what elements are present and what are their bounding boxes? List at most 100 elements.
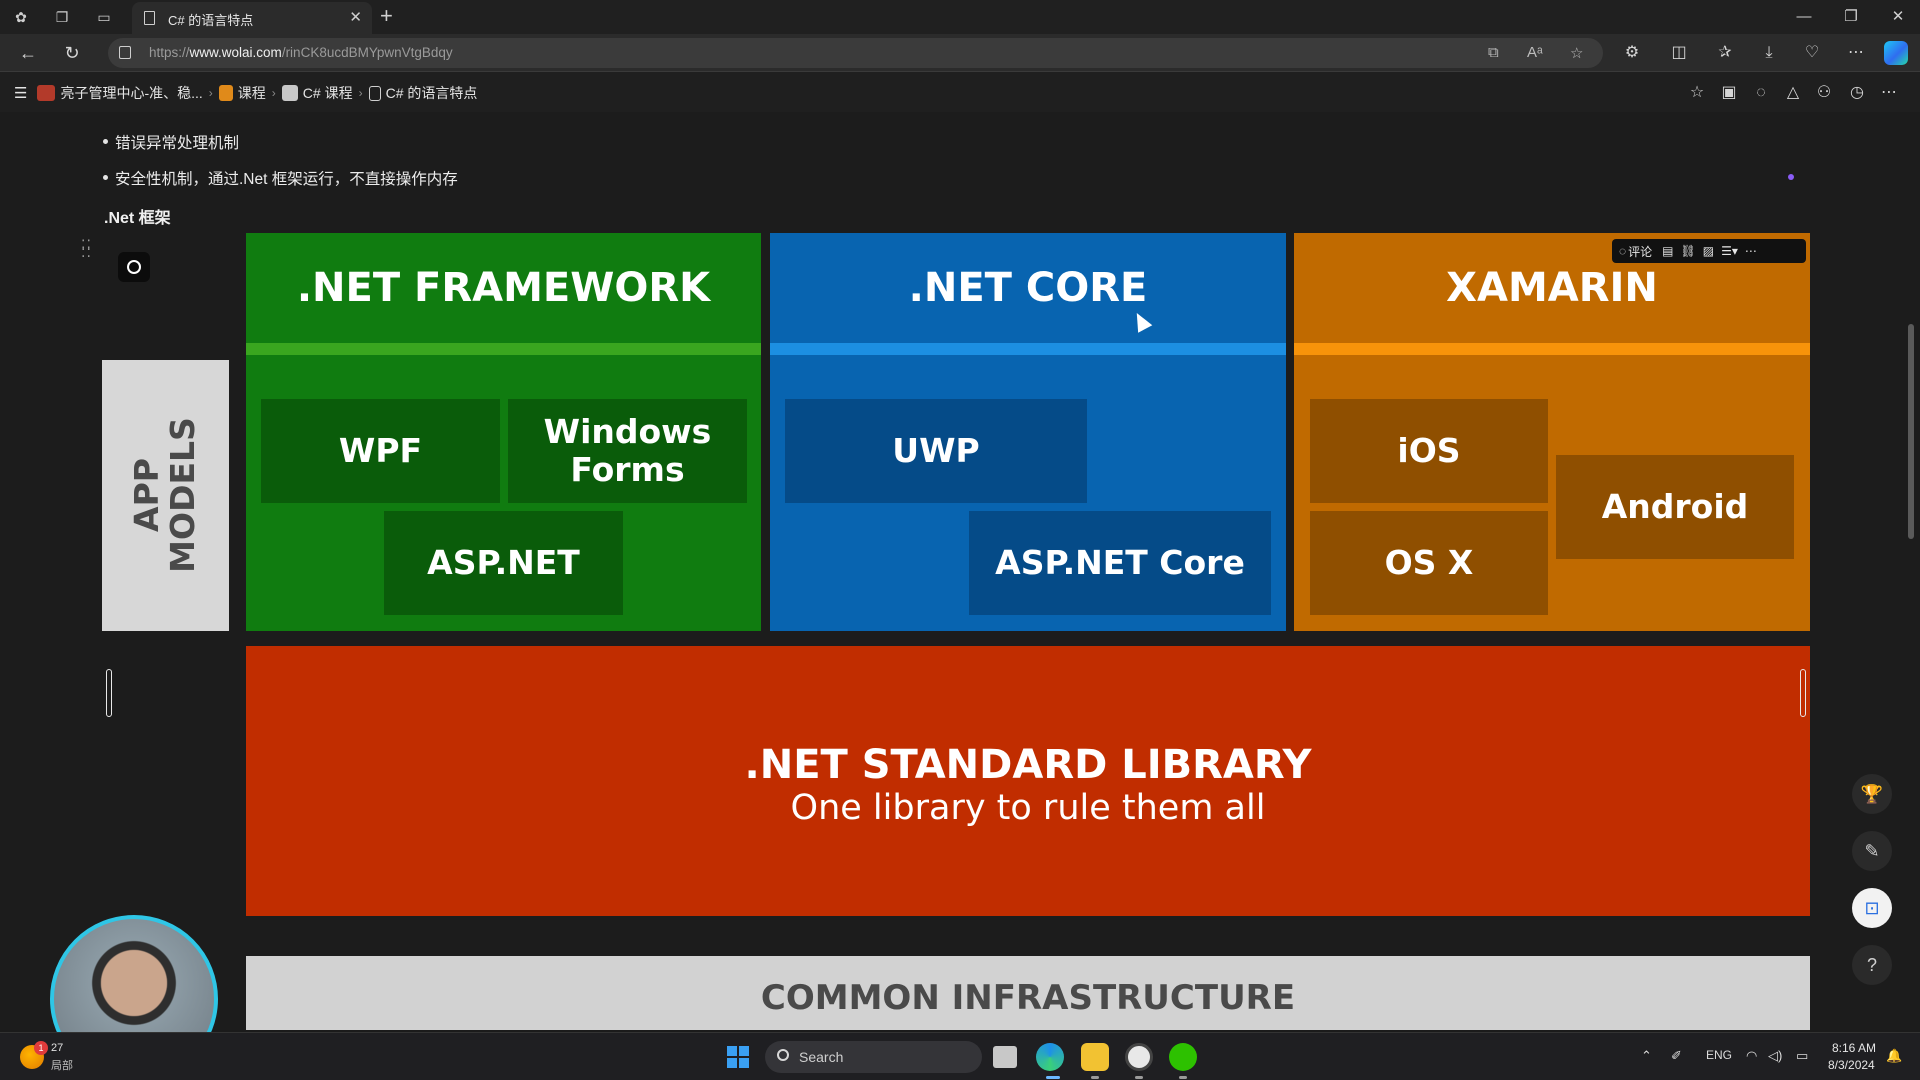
clock-time[interactable]: 8:16 AM bbox=[1832, 1041, 1877, 1055]
url-text[interactable]: https://www.wolai.com/rinCK8ucdBMYpwnVtg… bbox=[149, 45, 453, 60]
task-view-icon[interactable] bbox=[993, 1046, 1017, 1068]
cursor-dot bbox=[1788, 174, 1794, 180]
restore-button[interactable]: ❐ bbox=[1844, 8, 1858, 25]
standard-library-title: .NET STANDARD LIBRARY bbox=[744, 742, 1312, 788]
scrollbar[interactable] bbox=[1908, 324, 1914, 539]
history-icon[interactable]: ◷ bbox=[1850, 84, 1864, 101]
trophy-icon[interactable]: 🏆 bbox=[1852, 774, 1892, 814]
pen-icon[interactable]: ✐ bbox=[1671, 1048, 1682, 1063]
open-in-app-icon[interactable]: ⧉ bbox=[1488, 44, 1499, 61]
star-icon[interactable]: ☆ bbox=[1689, 84, 1705, 101]
aspnet-core-box: ASP.NET Core bbox=[969, 511, 1271, 615]
breadcrumb-item-home[interactable]: 亮子管理中心-准、稳... bbox=[60, 85, 203, 101]
ai-assistant-icon[interactable] bbox=[118, 252, 150, 282]
more-icon[interactable]: ⋯ bbox=[1744, 244, 1757, 258]
favorites-icon[interactable]: ✰ bbox=[1718, 44, 1732, 61]
edge-icon[interactable] bbox=[1036, 1043, 1064, 1071]
edit-note-icon[interactable]: ✎ bbox=[1852, 831, 1892, 871]
dotnet-core-block: .NET CORE UWP ASP.NET Core bbox=[770, 233, 1286, 631]
close-window-button[interactable]: ✕ bbox=[1891, 8, 1905, 25]
xamarin-stripe bbox=[1294, 343, 1810, 355]
chevron-right-icon: › bbox=[271, 86, 276, 100]
link-icon[interactable]: ⛓ bbox=[1680, 244, 1696, 258]
breadcrumb-item-current[interactable]: C# 的语言特点 bbox=[385, 85, 478, 101]
minimize-button[interactable]: — bbox=[1796, 8, 1812, 25]
search-icon bbox=[777, 1049, 789, 1061]
core-title: .NET CORE bbox=[908, 265, 1148, 311]
back-icon[interactable]: ← bbox=[19, 43, 37, 63]
profile-icon[interactable]: ✿ bbox=[15, 8, 27, 25]
downloads-icon[interactable]: ⤓ bbox=[1765, 44, 1773, 61]
wechat-running-indicator bbox=[1179, 1076, 1187, 1079]
tab-title: C# 的语言特点 bbox=[168, 13, 254, 28]
tab-actions-icon[interactable]: ▭ bbox=[97, 8, 111, 25]
url-field[interactable]: https://www.wolai.com/rinCK8ucdBMYpwnVtg… bbox=[108, 38, 1603, 68]
document-body: 错误异常处理机制 安全性机制，通过.Net 框架运行，不直接操作内存 .Net … bbox=[0, 112, 1920, 1030]
workspaces-icon[interactable]: ❐ bbox=[55, 8, 69, 25]
taskbar-search[interactable]: Search bbox=[765, 1041, 982, 1073]
file-explorer-icon[interactable] bbox=[1081, 1043, 1109, 1071]
read-aloud-icon[interactable]: Aᵃ bbox=[1527, 44, 1543, 61]
share-icon[interactable]: △ bbox=[1786, 84, 1800, 101]
windows-forms-box: Windows Forms bbox=[508, 399, 747, 503]
breadcrumb-item-course[interactable]: 课程 bbox=[237, 85, 266, 101]
image-icon[interactable]: ▨ bbox=[1702, 244, 1715, 258]
browser-essentials-icon[interactable]: ♡ bbox=[1804, 44, 1820, 61]
more-menu-icon[interactable]: ⋯ bbox=[1848, 44, 1864, 61]
app-icon[interactable] bbox=[1125, 1043, 1153, 1071]
refresh-icon[interactable]: ↻ bbox=[64, 43, 80, 63]
copilot-icon[interactable] bbox=[1884, 41, 1908, 65]
new-tab-button[interactable]: + bbox=[380, 3, 393, 28]
rocket-emoji-icon bbox=[218, 85, 233, 101]
resize-handle-right[interactable] bbox=[1800, 669, 1806, 717]
more-icon[interactable]: ⋯ bbox=[1881, 84, 1897, 101]
language-indicator[interactable]: ENG bbox=[1706, 1048, 1733, 1062]
notification-bell-icon[interactable]: 🔔 bbox=[1886, 1048, 1903, 1063]
bullet-item: 安全性机制，通过.Net 框架运行，不直接操作内存 bbox=[103, 167, 458, 189]
weather-desc[interactable]: 局部 bbox=[51, 1060, 73, 1072]
comment-icon[interactable]: ◌ bbox=[1756, 84, 1766, 101]
wifi-icon[interactable]: ◠ bbox=[1746, 1048, 1758, 1063]
favorite-star-icon[interactable]: ☆ bbox=[1570, 45, 1584, 62]
volume-icon[interactable]: ◁) bbox=[1768, 1048, 1783, 1063]
start-button[interactable] bbox=[727, 1046, 749, 1068]
help-icon[interactable]: ? bbox=[1852, 945, 1892, 985]
battery-icon[interactable]: ▭ bbox=[1796, 1048, 1809, 1063]
close-tab-icon[interactable]: ✕ bbox=[349, 9, 362, 26]
address-bar: ← ↻ https://www.wolai.com/rinCK8ucdBMYpw… bbox=[0, 34, 1920, 72]
wpf-box: WPF bbox=[261, 399, 500, 503]
extensions-icon[interactable]: ⚙ bbox=[1624, 44, 1640, 61]
resize-handle-left[interactable] bbox=[106, 669, 112, 717]
assistant-icon[interactable]: ⊡ bbox=[1852, 888, 1892, 928]
tray-overflow-icon[interactable]: ⌃ bbox=[1641, 1048, 1652, 1063]
ios-box: iOS bbox=[1310, 399, 1548, 503]
split-screen-icon[interactable]: ◫ bbox=[1671, 44, 1687, 61]
align-icon[interactable]: ☰▾ bbox=[1721, 244, 1738, 258]
breadcrumb-item-csharp-course[interactable]: C# 课程 bbox=[302, 85, 353, 101]
taskbar: 1 27 局部 Search ⌃ ✐ ENG ◠ ◁) ▭ 8:16 AM 8/… bbox=[0, 1032, 1920, 1080]
search-placeholder: Search bbox=[799, 1049, 844, 1065]
tab-active[interactable]: C# 的语言特点 ✕ bbox=[132, 2, 372, 34]
android-box: Android bbox=[1556, 455, 1794, 559]
explorer-running-indicator bbox=[1091, 1076, 1099, 1079]
carousel-emoji-icon bbox=[281, 85, 298, 101]
weather-temp[interactable]: 27 bbox=[51, 1042, 64, 1054]
comment-button[interactable]: 评论 bbox=[1628, 244, 1653, 259]
xamarin-title: XAMARIN bbox=[1446, 265, 1658, 311]
page-icon bbox=[368, 85, 381, 101]
clock-date[interactable]: 8/3/2024 bbox=[1828, 1058, 1875, 1072]
image-toolbar: ◌ 评论 ▤ ⛓ ▨ ☰▾ ⋯ bbox=[1612, 239, 1806, 263]
wechat-icon[interactable] bbox=[1169, 1043, 1197, 1071]
framework-title: .NET FRAMEWORK bbox=[296, 265, 711, 311]
framework-stripe bbox=[246, 343, 761, 355]
comment-icon[interactable]: ◌ bbox=[1619, 244, 1627, 258]
presentation-icon[interactable]: ▣ bbox=[1721, 84, 1737, 101]
drag-handle-icon[interactable]: ⁚⁚⁚⁚ bbox=[81, 237, 92, 260]
caption-icon[interactable]: ▤ bbox=[1662, 244, 1674, 258]
members-icon[interactable]: ⚇ bbox=[1816, 84, 1832, 101]
lock-icon[interactable] bbox=[119, 46, 131, 59]
document-icon bbox=[144, 11, 155, 25]
core-stripe bbox=[770, 343, 1286, 355]
sidebar-toggle-icon[interactable]: ☰ bbox=[14, 85, 28, 102]
